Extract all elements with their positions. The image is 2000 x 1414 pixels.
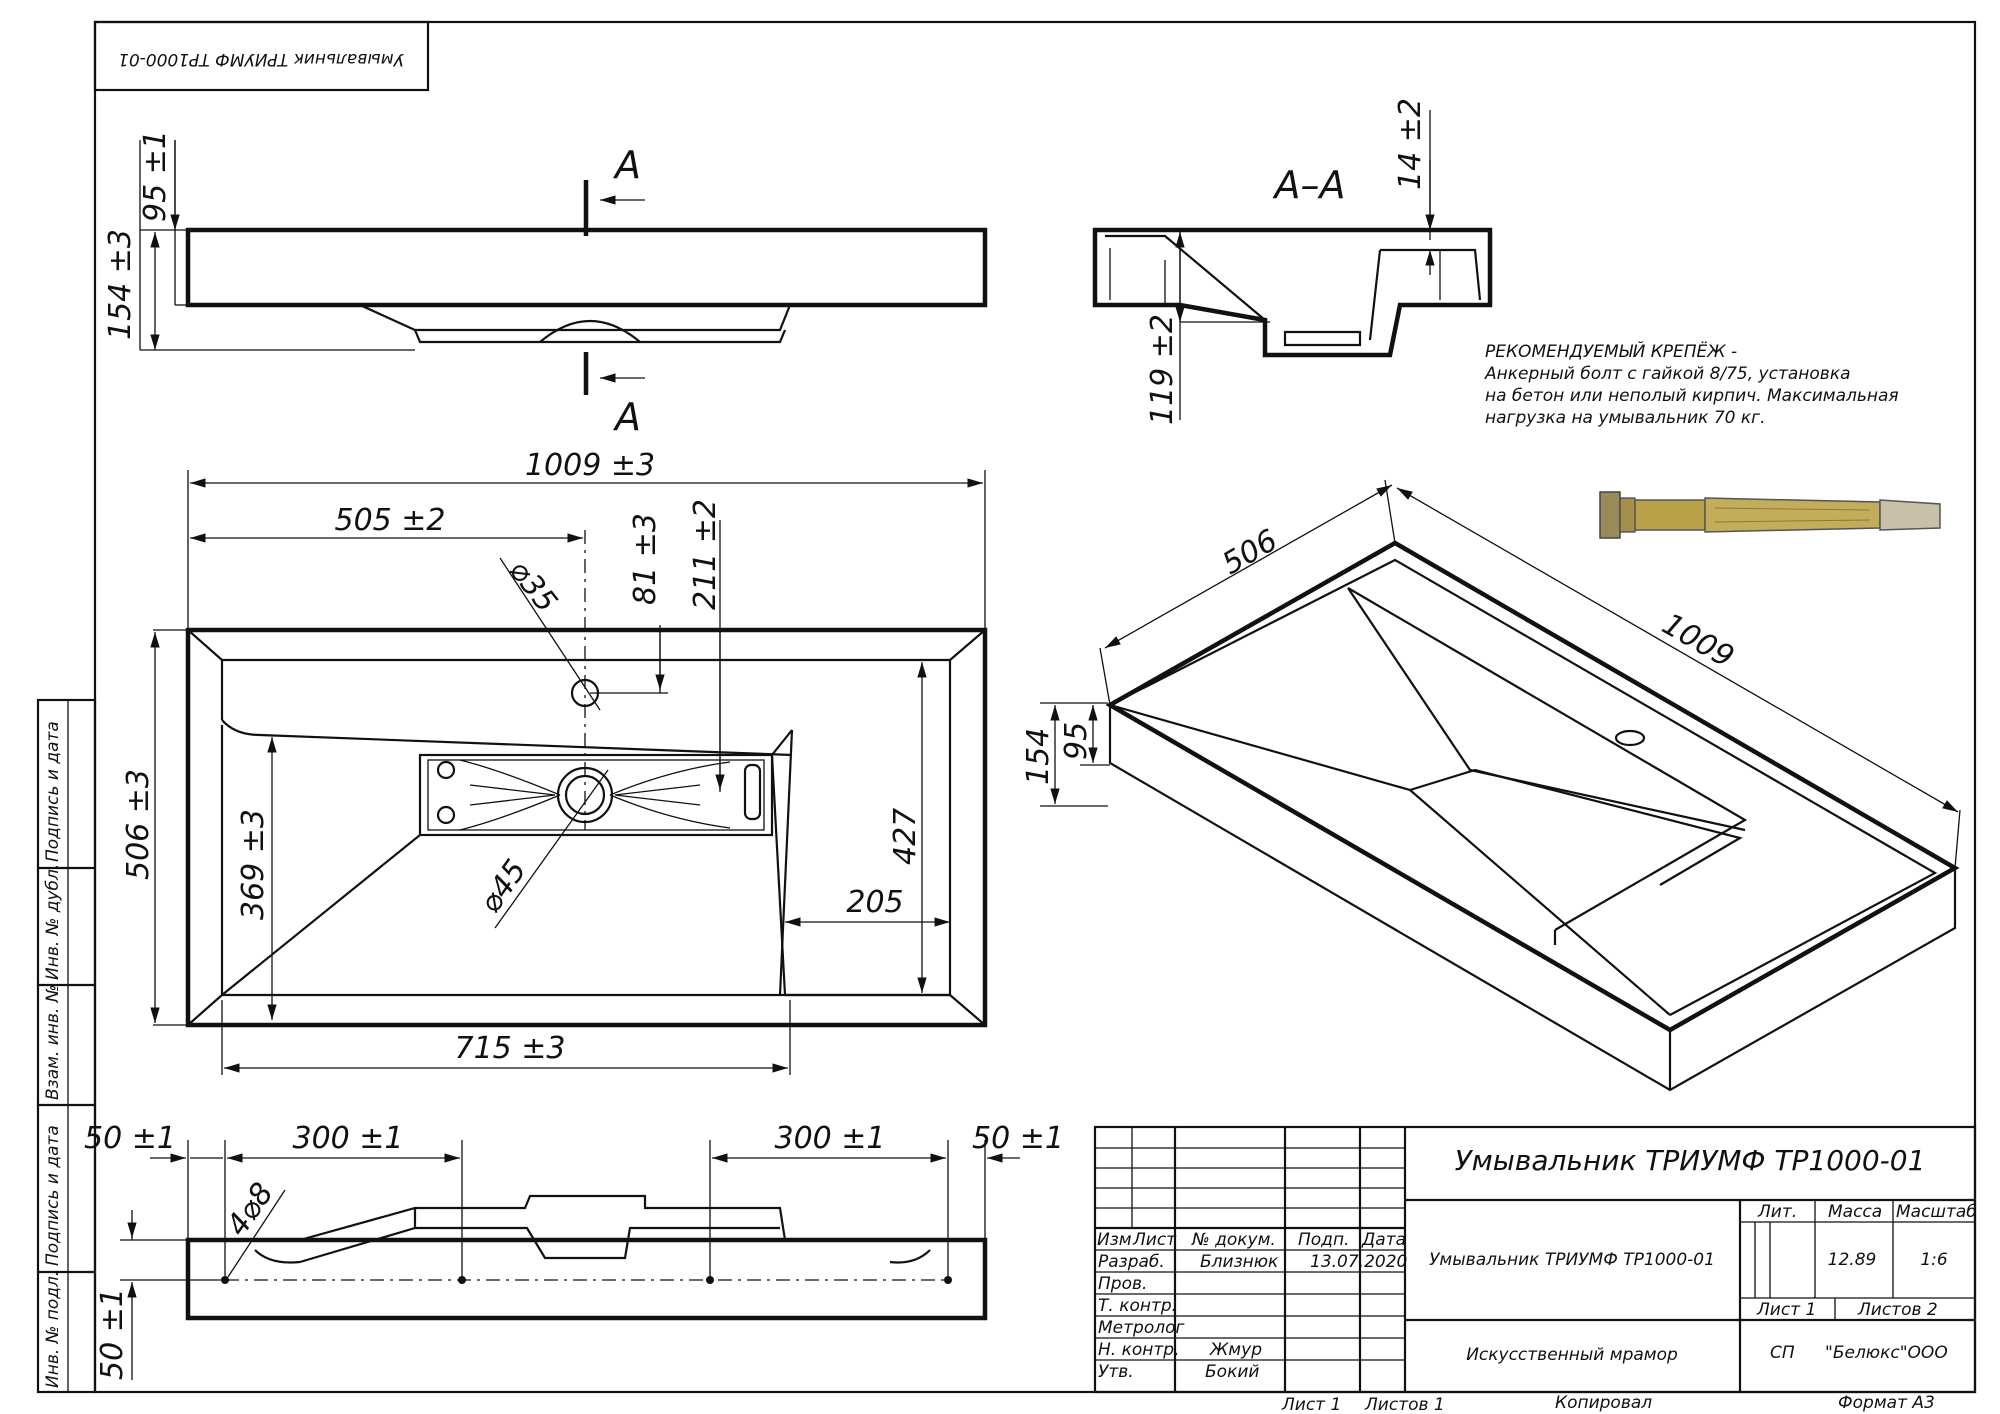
footer-format: Формат А3 bbox=[1838, 1393, 1935, 1413]
dim-plan-505: 505 ±2 bbox=[334, 503, 445, 538]
tb-role-6: Утв. bbox=[1098, 1362, 1134, 1382]
tb-material: Искусственный мрамор bbox=[1466, 1345, 1678, 1365]
dim-iso-1009: 1009 bbox=[1656, 607, 1740, 675]
note-line-4: нагрузка на умывальник 70 кг. bbox=[1485, 408, 1765, 428]
tb-company-prefix: СП bbox=[1770, 1343, 1795, 1363]
mounting-note: РЕКОМЕНДУЕМЫЙ КРЕПЁЖ - Анкерный болт с г… bbox=[1484, 340, 1899, 428]
dim-plan-211: 211 ±2 bbox=[688, 499, 723, 610]
tb-role-3: Т. контр. bbox=[1098, 1296, 1177, 1316]
dim-rear-50-height: 50 ±1 bbox=[95, 1288, 130, 1380]
note-line-1: РЕКОМЕНДУЕМЫЙ КРЕПЁЖ - bbox=[1485, 340, 1737, 362]
tb-person-5: Жмур bbox=[1209, 1340, 1262, 1360]
footer-copied: Копировал bbox=[1555, 1393, 1652, 1413]
section-view: A–A 14 ±2 119 ±2 bbox=[1092, 98, 1493, 425]
strip-label-3: Взам. инв. № bbox=[43, 985, 63, 1100]
tb-mass-label: Масса bbox=[1828, 1202, 1882, 1222]
top-stamp-text: Умывальник ТРИУМФ ТР1000-01 bbox=[118, 49, 404, 69]
dim-plan-d45: ⌀45 bbox=[473, 853, 534, 919]
dim-rear-holes: 4⌀8 bbox=[220, 1176, 281, 1242]
dim-iso-506: 506 bbox=[1217, 523, 1284, 582]
tb-name: Умывальник ТРИУМФ ТР1000-01 bbox=[1429, 1250, 1715, 1270]
tb-lit-label: Лит. bbox=[1757, 1202, 1797, 1222]
dim-side-154: 154 ±3 bbox=[103, 229, 138, 340]
drawing-frame bbox=[93, 20, 1977, 1394]
tb-sheet: Лист 1 bbox=[1756, 1300, 1816, 1320]
strip-label-5: Инв. № подл. bbox=[43, 1271, 63, 1388]
dim-side-95: 95 ±1 bbox=[138, 130, 173, 222]
dim-plan-427: 427 bbox=[888, 808, 923, 865]
anchor-bolt-image bbox=[1599, 491, 1941, 539]
dim-plan-715: 715 ±3 bbox=[454, 1031, 565, 1066]
dim-plan-1009: 1009 ±3 bbox=[525, 448, 655, 483]
tb-role-1: Разраб. bbox=[1098, 1252, 1165, 1272]
tb-role-2: Пров. bbox=[1098, 1274, 1147, 1294]
top-stamp-box bbox=[93, 20, 430, 92]
section-title: A–A bbox=[1272, 163, 1346, 207]
strip-label-4: Подпись и дата bbox=[43, 1125, 63, 1266]
dim-rear-300-right: 300 ±1 bbox=[774, 1121, 885, 1156]
tb-scale-label: Масштаб bbox=[1896, 1202, 1977, 1222]
footer-sheets: Листов 1 bbox=[1364, 1395, 1445, 1414]
tb-role-4: Метролог bbox=[1098, 1318, 1184, 1338]
dim-plan-81: 81 ±3 bbox=[628, 513, 663, 605]
dim-iso-95: 95 bbox=[1059, 722, 1094, 760]
strip-label-1: Подпись и дата bbox=[43, 721, 63, 862]
tb-sheets: Листов 2 bbox=[1857, 1300, 1938, 1320]
tb-head-date: Дата bbox=[1361, 1230, 1406, 1250]
tb-designation: Умывальник ТРИУМФ ТР1000-01 bbox=[1455, 1144, 1926, 1177]
tb-head-doc: № докум. bbox=[1191, 1230, 1276, 1250]
note-line-3: на бетон или неполый кирпич. Максимальна… bbox=[1485, 386, 1899, 406]
dim-section-119: 119 ±2 bbox=[1145, 314, 1180, 425]
side-strip: Подпись и дата Инв. № дубл. Взам. инв. №… bbox=[36, 698, 97, 1394]
side-view: A A 95 ±1 154 ±3 bbox=[103, 130, 988, 439]
title-block: Изм Лист № докум. Подп. Дата Разраб. Бли… bbox=[1093, 1125, 1977, 1394]
dim-section-14: 14 ±2 bbox=[1393, 98, 1428, 190]
section-mark-bottom: A bbox=[612, 395, 641, 439]
tb-scale: 1:6 bbox=[1920, 1250, 1948, 1270]
section-mark-top: A bbox=[612, 143, 641, 187]
tb-mass: 12.89 bbox=[1828, 1250, 1877, 1270]
rear-view: 50 ±1 300 ±1 300 ±1 50 ±1 4⌀8 50 ±1 bbox=[84, 1121, 1064, 1380]
tb-head-list: Лист bbox=[1132, 1230, 1177, 1250]
tb-person-6: Бокий bbox=[1205, 1362, 1259, 1382]
dim-iso-154: 154 bbox=[1021, 728, 1056, 785]
tb-date-1: 13.07.2020 bbox=[1310, 1252, 1407, 1272]
footer-sheet: Лист 1 bbox=[1281, 1395, 1341, 1414]
dim-plan-506: 506 ±3 bbox=[121, 769, 156, 880]
note-line-2: Анкерный болт с гайкой 8/75, установка bbox=[1484, 364, 1851, 384]
tb-person-1: Близнюк bbox=[1200, 1252, 1279, 1272]
tb-role-5: Н. контр. bbox=[1098, 1340, 1179, 1360]
dim-plan-205: 205 bbox=[846, 885, 903, 920]
dim-rear-50-left: 50 ±1 bbox=[84, 1121, 176, 1156]
tb-head-izm: Изм bbox=[1097, 1230, 1132, 1250]
plan-view: 1009 ±3 505 ±2 81 ±3 211 ±2 ⌀35 506 ±3 3… bbox=[121, 448, 988, 1075]
iso-view: 506 1009 154 95 bbox=[1021, 479, 1961, 1092]
dim-rear-300-left: 300 ±1 bbox=[292, 1121, 403, 1156]
strip-label-2: Инв. № дубл. bbox=[43, 864, 63, 980]
dim-rear-50-right: 50 ±1 bbox=[972, 1121, 1064, 1156]
dim-plan-d35: ⌀35 bbox=[502, 553, 564, 619]
tb-company: "Белюкс"ООО bbox=[1825, 1343, 1948, 1363]
tb-head-sign: Подп. bbox=[1298, 1230, 1349, 1250]
footer: Лист 1 Листов 1 Копировал Формат А3 bbox=[1281, 1393, 1935, 1414]
dim-plan-369: 369 ±3 bbox=[236, 809, 271, 920]
